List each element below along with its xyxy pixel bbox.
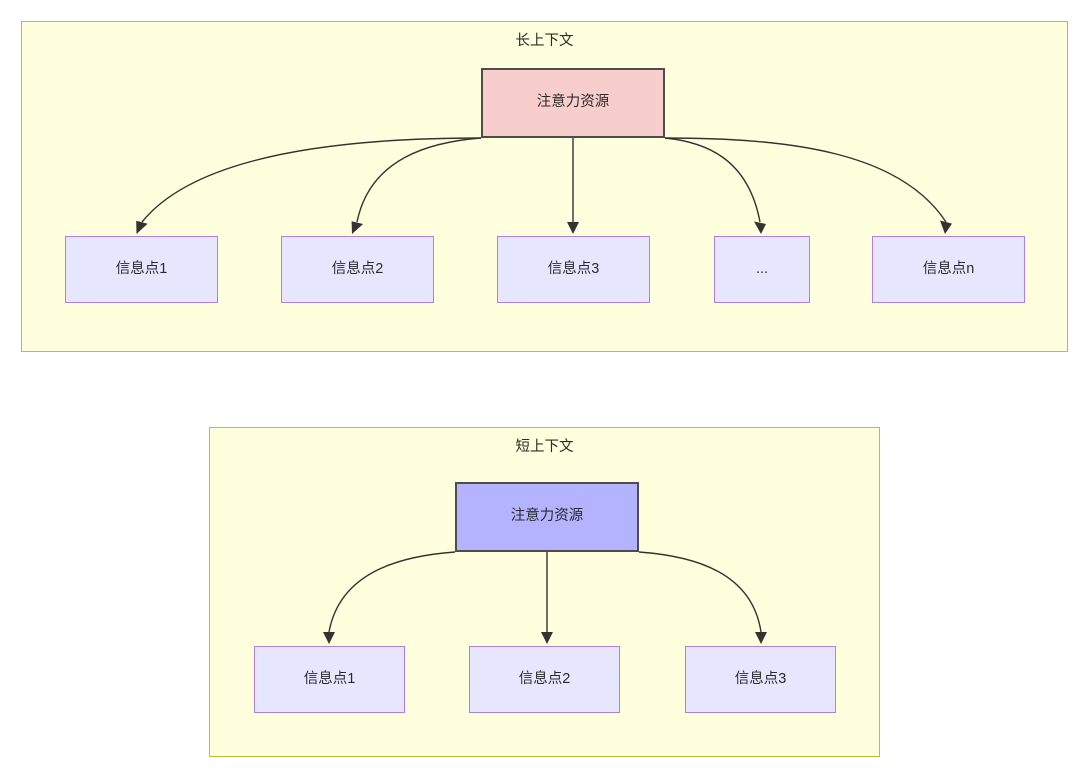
- node-attention-resource-long[interactable]: 注意力资源: [481, 68, 665, 138]
- node-label: 信息点1: [303, 670, 356, 687]
- node-label: 信息点2: [331, 260, 384, 277]
- panel-short-context-title: 短上下文: [515, 439, 574, 455]
- node-info-point-ellipsis-long[interactable]: ...: [714, 236, 810, 303]
- node-label: 信息点3: [547, 260, 600, 277]
- node-attention-resource-short[interactable]: 注意力资源: [455, 482, 639, 552]
- node-label: 信息点1: [115, 260, 168, 277]
- node-info-point-1-short[interactable]: 信息点1: [254, 646, 405, 713]
- node-label: 信息点2: [518, 670, 571, 687]
- node-label: ...: [755, 260, 769, 277]
- node-info-point-3-short[interactable]: 信息点3: [685, 646, 836, 713]
- node-info-point-3-long[interactable]: 信息点3: [497, 236, 650, 303]
- node-label: 信息点n: [922, 260, 975, 277]
- node-info-point-2-long[interactable]: 信息点2: [281, 236, 434, 303]
- node-info-point-n-long[interactable]: 信息点n: [872, 236, 1025, 303]
- node-label: 信息点3: [734, 670, 787, 687]
- node-label: 注意力资源: [510, 508, 584, 525]
- node-label: 注意力资源: [536, 94, 610, 111]
- panel-long-context-title: 长上下文: [515, 33, 574, 49]
- node-info-point-1-long[interactable]: 信息点1: [65, 236, 218, 303]
- node-info-point-2-short[interactable]: 信息点2: [469, 646, 620, 713]
